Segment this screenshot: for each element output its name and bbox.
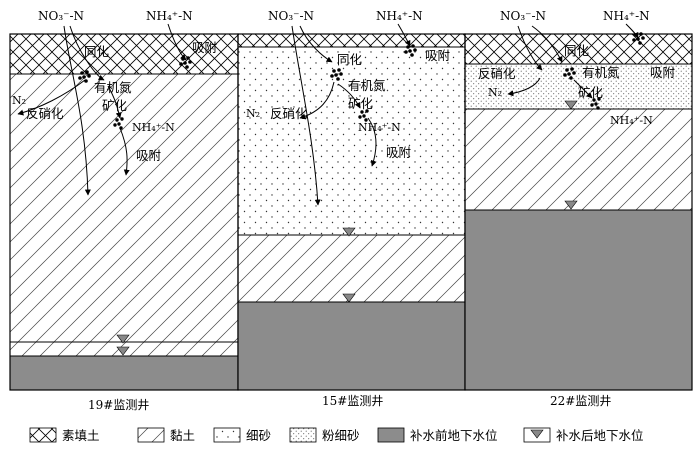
clay-layer bbox=[10, 74, 238, 342]
nh4-mid-label: NH₄⁺-N bbox=[358, 121, 401, 134]
well-caption: 15#监测井 bbox=[322, 394, 383, 408]
well-caption: 19#监测井 bbox=[88, 398, 149, 412]
adsorption-label-top: 吸附 bbox=[425, 48, 451, 63]
assimilation-label: 同化 bbox=[84, 44, 110, 59]
nh4-mid-label: NH₄⁺-N bbox=[610, 114, 653, 127]
fill-soil-layer bbox=[465, 34, 692, 64]
legend-swatch-crosshatch bbox=[29, 427, 57, 443]
legend-label: 素填土 bbox=[62, 428, 100, 443]
saturated-zone bbox=[465, 210, 692, 390]
organic-n-label: 有机氮 bbox=[348, 78, 386, 93]
adsorbed-nh4-cluster-top bbox=[404, 44, 417, 57]
water-level-marker-before bbox=[116, 334, 130, 344]
adsorption-arrow-mid bbox=[119, 127, 130, 176]
well-caption: 22#监测井 bbox=[550, 394, 611, 408]
nh4-mid-label: NH₄⁺-N bbox=[132, 121, 175, 134]
organic-n-label: 有机氮 bbox=[582, 65, 620, 80]
adsorption-arrow-top bbox=[625, 23, 639, 39]
assimilation-label: 同化 bbox=[564, 43, 590, 58]
denitrification-arrow bbox=[299, 81, 335, 120]
legend-swatch-diagonal bbox=[137, 427, 165, 443]
water-level-marker-after bbox=[564, 200, 578, 210]
mineralization-arrow bbox=[337, 83, 361, 109]
column-15: NO₃⁻-N NH₄⁺-N 同化 吸附 有机氮 矿化 NH₄⁺-N 吸附 反硝化… bbox=[237, 9, 466, 408]
denitrification-label: 反硝化 bbox=[270, 106, 308, 121]
no3-label: NO₃⁻-N bbox=[500, 9, 546, 23]
mineralization-label: 矿化 bbox=[102, 98, 128, 113]
organic-n-cluster bbox=[78, 70, 91, 83]
assimilation-label: 同化 bbox=[337, 52, 363, 67]
column-22: NO₃⁻-N NH₄⁺-N 同化 吸附 有机氮 矿化 NH₄⁺-N 反硝化 N₂… bbox=[464, 9, 693, 408]
adsorption-label-mid: 吸附 bbox=[136, 148, 162, 163]
n2-label: N₂ bbox=[488, 86, 502, 99]
legend-item-fine-sand: 细砂 bbox=[213, 427, 271, 443]
nh4-cluster-mid bbox=[113, 117, 124, 130]
legend-item-clay: 黏土 bbox=[137, 427, 195, 443]
organic-n-cluster bbox=[330, 68, 343, 81]
legend-label: 细砂 bbox=[246, 428, 271, 443]
nh4-cluster-mid bbox=[358, 109, 369, 122]
water-level-marker-before bbox=[342, 227, 356, 237]
legend-label: 黏土 bbox=[170, 428, 195, 443]
denitrification-label: 反硝化 bbox=[478, 66, 516, 81]
legend-item-water-after: 补水后地下水位 bbox=[523, 427, 644, 443]
clay-layer bbox=[465, 109, 692, 210]
saturated-zone bbox=[10, 356, 238, 390]
mineralization-label: 矿化 bbox=[348, 96, 374, 111]
fill-soil-layer bbox=[238, 34, 465, 47]
adsorption-label-mid: 吸附 bbox=[386, 145, 412, 160]
no3-transport-arrow bbox=[291, 25, 321, 206]
legend-item-fill-soil: 素填土 bbox=[29, 427, 100, 443]
no3-label: NO₃⁻-N bbox=[38, 9, 84, 23]
mineralization-arrow bbox=[573, 79, 593, 99]
nh4-label: NH₄⁺-N bbox=[603, 9, 650, 23]
assimilation-arrow bbox=[299, 25, 333, 63]
legend-label: 粉细砂 bbox=[322, 428, 360, 443]
denitrification-arrow bbox=[507, 77, 541, 97]
saturated-zone bbox=[238, 302, 465, 390]
legend-swatch-dense-dots bbox=[289, 427, 317, 443]
legend: 素填土 黏土 细砂 粉细砂 补水前地下水位 补水后地下水位 bbox=[29, 427, 644, 443]
mineralization-label: 矿化 bbox=[578, 85, 604, 100]
silty-fine-sand-layer bbox=[465, 64, 692, 109]
denitrification-label: 反硝化 bbox=[26, 106, 64, 121]
n2-label: N₂ bbox=[12, 94, 26, 107]
adsorption-label-top: 吸附 bbox=[192, 40, 218, 55]
adsorption-label-top: 吸附 bbox=[650, 65, 676, 80]
no3-transport-arrow bbox=[63, 25, 91, 196]
column-19: NO₃⁻-N NH₄⁺-N 同化 吸附 有机氮 矿化 NH₄⁺-N 吸附 反硝化… bbox=[9, 9, 239, 412]
organic-n-cluster bbox=[563, 67, 576, 80]
legend-swatch-dots bbox=[213, 427, 241, 443]
adsorption-arrow-top bbox=[397, 23, 411, 47]
assimilation-arrow-2 bbox=[531, 25, 563, 63]
water-level-marker-icon bbox=[530, 429, 544, 439]
adsorption-arrow-mid bbox=[367, 117, 377, 167]
assimilation-arrow bbox=[517, 25, 543, 71]
fill-soil-layer bbox=[10, 34, 238, 74]
nh4-label: NH₄⁺-N bbox=[146, 9, 193, 23]
legend-swatch-solid-gray bbox=[377, 427, 405, 443]
water-level-marker-after bbox=[342, 293, 356, 303]
legend-item-water-before: 补水前地下水位 bbox=[377, 427, 498, 443]
nh4-cluster-mid bbox=[590, 97, 601, 110]
legend-label: 补水前地下水位 bbox=[410, 428, 498, 443]
n2-label: N₂ bbox=[246, 107, 260, 120]
water-level-marker-after bbox=[116, 346, 130, 356]
adsorbed-nh4-cluster-top bbox=[179, 56, 192, 69]
denitrification-arrow bbox=[17, 79, 86, 116]
clay-layer bbox=[238, 235, 465, 302]
legend-label: 补水后地下水位 bbox=[556, 428, 644, 443]
legend-item-silty-fine-sand: 粉细砂 bbox=[289, 427, 360, 443]
fine-sand-layer bbox=[238, 47, 465, 235]
adsorbed-nh4-cluster-top bbox=[632, 32, 645, 45]
mineralization-arrow bbox=[107, 85, 122, 119]
assimilation-arrow bbox=[69, 25, 105, 81]
no3-label: NO₃⁻-N bbox=[268, 9, 314, 23]
organic-n-label: 有机氮 bbox=[94, 80, 132, 95]
nh4-label: NH₄⁺-N bbox=[376, 9, 423, 23]
water-level-marker-before bbox=[564, 100, 578, 110]
